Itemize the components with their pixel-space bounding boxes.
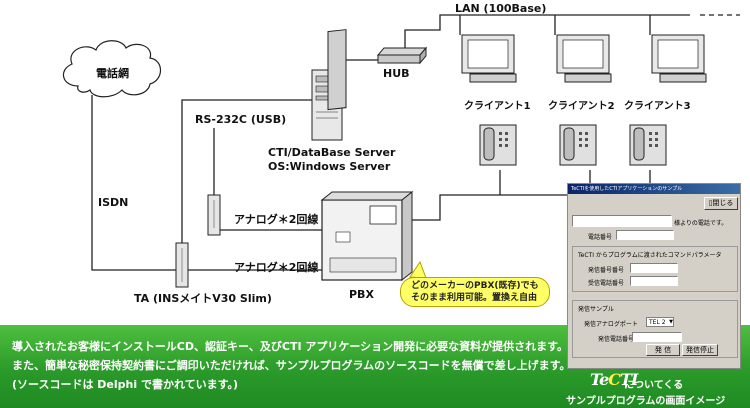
server-icon: [311, 29, 347, 141]
phone-network-cloud: [62, 40, 162, 98]
telephone-icon: [629, 124, 667, 166]
brand-tagline: についてくる: [624, 380, 684, 391]
note-line1: どのメーカーのPBX(既存)でも: [411, 281, 539, 291]
chevron-down-icon: ▼: [669, 319, 673, 325]
client-computer-icon: [556, 34, 612, 83]
isdn-label: ISDN: [98, 196, 129, 209]
dial-sample-group: [572, 300, 738, 358]
close-button[interactable]: ▯閉じる: [704, 197, 738, 210]
modem-icon: [207, 194, 221, 236]
telephone-icon: [479, 124, 517, 166]
phone-number-field[interactable]: [616, 230, 674, 240]
dial-sample-title: 発信サンプル: [578, 306, 614, 313]
dial-button[interactable]: 発 信: [646, 344, 680, 356]
client2-label: クライアント2: [548, 101, 615, 112]
brand-caption: サンプルプログラムの画面イメージ: [566, 396, 726, 407]
compatibility-note: どのメーカーのPBX(既存)でも そのまま利用可能。置換え自由: [400, 277, 550, 307]
info-line1: 導入されたお客様にインストールCD、認証キー、及びCTI アプリケーション開発に…: [12, 340, 569, 353]
command-parameters-group: [572, 246, 738, 292]
terminal-adapter-icon: [175, 242, 189, 288]
info-line2: また、簡単な秘密保持契約書にご調印いただければ、サンプルプログラムのソースコード…: [12, 359, 571, 372]
server-label-line2: OS:Windows Server: [268, 160, 391, 173]
server-label-line1: CTI/DataBase Server: [268, 146, 396, 159]
receive-number-label: 受信電話番号: [588, 280, 625, 287]
tecti-logo: TeCTI: [590, 370, 638, 389]
info-line3: (ソースコードは Delphi で書かれています。): [12, 378, 239, 391]
sample-app-window: TeCTIを使用したCTIアプリケーションのサンプル ▯閉じる 様よりの電話です…: [567, 183, 741, 369]
rs232c-label: RS-232C (USB): [195, 113, 287, 126]
analog-port-label: 発信アナログポート: [584, 321, 638, 328]
pbx-icon: [320, 190, 414, 282]
lan-bus: [404, 14, 690, 55]
analog-top-label: アナログ＊2回線: [234, 213, 319, 226]
source-number-label: 発信番号番号: [588, 267, 625, 274]
caller-suffix-label: 様よりの電話です。: [674, 220, 728, 227]
window-title: TeCTIを使用したCTIアプリケーションのサンプル: [568, 184, 740, 194]
phone-network-label: 電話網: [96, 67, 129, 80]
ta-label: TA (INSメイトV30 Slim): [134, 292, 272, 305]
caller-name-field[interactable]: [572, 215, 672, 227]
rs232c-line: [181, 99, 312, 250]
client1-label: クライアント1: [464, 101, 531, 112]
analog-port-select[interactable]: TEL 2▼: [646, 317, 674, 327]
hub-label: HUB: [383, 67, 410, 80]
receive-number-field[interactable]: [630, 276, 678, 286]
analog-bottom-label: アナログ＊2回線: [234, 261, 319, 274]
hub-icon: [376, 46, 428, 65]
stop-dial-button[interactable]: 発信停止: [682, 344, 718, 356]
source-number-field[interactable]: [630, 263, 678, 273]
command-parameters-title: TeCTI からプログラムに渡されたコマンドパラメータ: [578, 252, 722, 259]
isdn-line: [91, 95, 178, 271]
telephone-icon: [559, 124, 597, 166]
client-computer-icon: [461, 34, 517, 83]
diagram-canvas: [62, 14, 740, 288]
dial-number-field[interactable]: [632, 332, 682, 342]
door-icon: ▯: [708, 199, 713, 207]
lan-label: LAN (100Base): [455, 2, 547, 15]
client-computer-icon: [651, 34, 707, 83]
dial-number-label: 発信電話番号: [598, 336, 635, 343]
pbx-label: PBX: [349, 288, 374, 301]
client3-label: クライアント3: [624, 101, 691, 112]
phone-number-label: 電話番号: [588, 234, 613, 241]
connection-lines: [91, 14, 740, 271]
client-drops: [459, 15, 651, 35]
note-line2: そのまま利用可能。置換え自由: [411, 293, 538, 303]
